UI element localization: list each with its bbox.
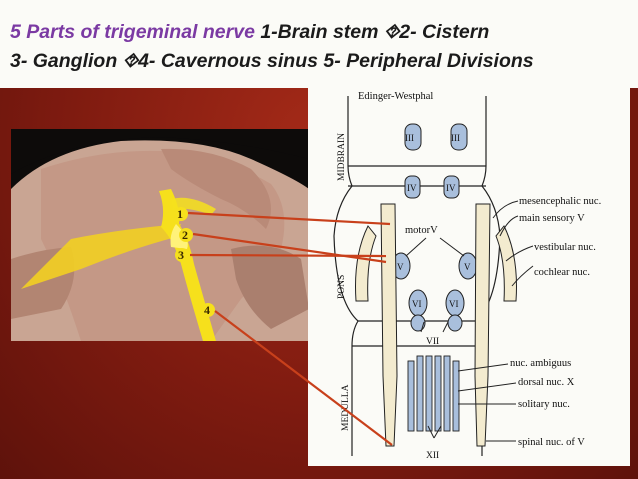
label-cochlear-nuc: cochlear nuc. <box>534 267 590 278</box>
title-highlight: 5 Parts of trigeminal nerve <box>10 21 255 43</box>
leader-line-4 <box>214 310 393 446</box>
nuclei-drawing: Edinger-Westphal motorV III III IV IV V … <box>333 91 601 461</box>
side-label-medulla: MEDULLA <box>341 384 351 431</box>
brain-photo-drawing <box>11 129 309 341</box>
label-nucleus-vi-left: VI <box>412 299 422 309</box>
leader-line-1 <box>187 211 391 226</box>
label-nucleus-xii: XII <box>426 451 439 461</box>
title-line1: 1-Brain stem ⯑2- Cistern <box>254 21 490 43</box>
photo-label-3: 3 <box>178 248 184 262</box>
label-nuc-ambiguus: nuc. ambiguus <box>510 358 571 369</box>
slide-title: 5 Parts of trigeminal nerve 1-Brain stem… <box>10 18 632 76</box>
label-vestibular-nuc: vestibular nuc. <box>534 242 596 253</box>
label-nucleus-v-left: V <box>397 262 404 272</box>
title-line2: 3- Ganglion ⯑4- Cavernous sinus 5- Perip… <box>10 50 534 72</box>
side-label-pons: PONS <box>337 275 347 299</box>
label-nucleus-iv-right: IV <box>446 183 456 193</box>
label-main-sensory-v: main sensory V <box>519 213 585 224</box>
photo-label-4: 4 <box>204 303 210 317</box>
brain-section-photo: 1 2 3 4 <box>11 129 309 341</box>
label-spinal-nuc-of-v: spinal nuc. of V <box>518 437 585 448</box>
label-nucleus-vi-right: VI <box>449 299 459 309</box>
leader-line-3 <box>189 253 387 258</box>
label-dorsal-nuc-x: dorsal nuc. X <box>518 377 575 388</box>
label-mesencephalic-nuc: mesencephalic nuc. <box>519 196 601 207</box>
label-nucleus-vii: VII <box>426 337 439 347</box>
label-solitary-nuc: solitary nuc. <box>518 399 570 410</box>
side-label-midbrain: MIDBRAIN <box>337 133 347 181</box>
label-nucleus-iv-left: IV <box>407 183 417 193</box>
leader-line-2 <box>192 232 387 264</box>
brainstem-nuclei-diagram: Edinger-Westphal motorV III III IV IV V … <box>308 86 630 466</box>
photo-label-1: 1 <box>177 207 183 221</box>
title-band: 5 Parts of trigeminal nerve 1-Brain stem… <box>0 0 638 88</box>
label-nucleus-v-right: V <box>464 262 471 272</box>
photo-labels-layer: 1 2 3 4 <box>174 207 215 317</box>
label-motor-v: motorV <box>405 225 438 236</box>
label-edinger-westphal: Edinger-Westphal <box>358 91 433 102</box>
label-nucleus-iii-left: III <box>405 133 414 143</box>
label-nucleus-iii-right: III <box>451 133 460 143</box>
photo-label-2: 2 <box>182 228 188 242</box>
